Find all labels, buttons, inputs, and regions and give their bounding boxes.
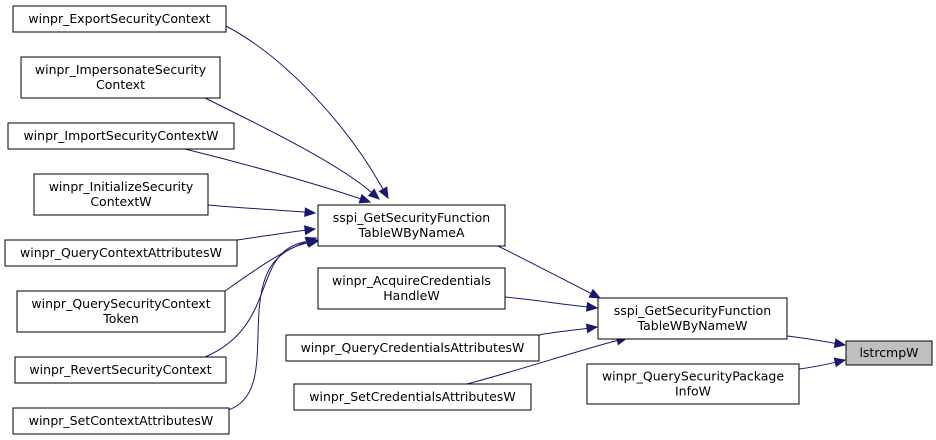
node-box xyxy=(14,356,227,384)
node-label: InfoW xyxy=(675,384,711,399)
edge-line xyxy=(786,335,836,344)
arrowhead-icon xyxy=(304,225,317,236)
edge-querycontext-to-sspiA xyxy=(236,225,317,241)
node-box xyxy=(317,267,506,310)
node-box xyxy=(7,122,235,150)
node-label: winpr_AcquireCredentials xyxy=(332,273,491,288)
node-revert[interactable]: winpr_RevertSecurityContext xyxy=(14,356,227,384)
node-label: winpr_SetContextAttributesW xyxy=(29,413,214,428)
edge-line xyxy=(207,204,306,213)
node-box xyxy=(16,290,226,333)
node-box xyxy=(20,56,221,99)
node-label: winpr_ExportSecurityContext xyxy=(28,11,210,26)
arrowhead-icon xyxy=(367,188,380,200)
node-label: winpr_QuerySecurityContext xyxy=(31,296,210,311)
edge-sspiA-to-sspiW xyxy=(497,245,602,299)
arrowhead-icon xyxy=(833,338,847,349)
edge-line xyxy=(497,245,592,294)
edges-layer xyxy=(184,25,847,411)
node-label: TableWByNameA xyxy=(357,225,465,240)
node-label: winpr_SetCredentialsAttributesW xyxy=(309,389,515,404)
edge-line xyxy=(184,148,361,200)
nodes-layer: winpr_ExportSecurityContext winpr_Imperso… xyxy=(4,5,933,435)
edge-setcontext-to-sspiA xyxy=(227,238,320,411)
arrowhead-icon xyxy=(586,301,599,312)
node-box xyxy=(597,297,788,340)
edge-line xyxy=(227,242,309,411)
node-setcred[interactable]: winpr_SetCredentialsAttributesW xyxy=(293,383,532,411)
node-box xyxy=(317,204,506,247)
arrowhead-icon xyxy=(304,207,317,218)
node-querycontext[interactable]: winpr_QueryContextAttributesW xyxy=(4,239,238,267)
node-setcontext[interactable]: winpr_SetContextAttributesW xyxy=(12,407,230,435)
arrowhead-icon xyxy=(358,193,372,204)
node-box xyxy=(33,173,209,216)
node-label: Context xyxy=(96,77,145,92)
node-label: HandleW xyxy=(383,288,439,303)
node-label: winpr_ImportSecurityContextW xyxy=(23,128,218,143)
edge-line xyxy=(204,241,308,358)
edge-line xyxy=(504,296,588,308)
node-label: winpr_QueryCredentialsAttributesW xyxy=(301,340,525,355)
arrowhead-icon xyxy=(585,323,599,334)
node-box xyxy=(845,340,933,366)
node-import[interactable]: winpr_ImportSecurityContextW xyxy=(7,122,235,150)
edge-sspiW-to-lstrcmpw xyxy=(786,335,847,349)
arrowhead-icon xyxy=(833,357,847,368)
arrowhead-icon xyxy=(588,288,602,299)
node-box xyxy=(293,383,532,411)
edge-line xyxy=(204,97,372,193)
node-label: winpr_QueryContextAttributesW xyxy=(20,245,222,260)
edge-line xyxy=(798,361,836,370)
node-box xyxy=(285,334,540,362)
arrowhead-icon xyxy=(306,238,320,248)
edge-import-to-sspiA xyxy=(184,148,372,204)
node-label: sspi_GetSecurityFunction xyxy=(614,303,771,318)
edge-export-to-sspiA xyxy=(225,25,389,200)
edge-querycred-to-sspiW xyxy=(538,323,599,336)
edge-querysecctx-to-sspiA xyxy=(224,237,318,292)
node-box xyxy=(4,239,238,267)
node-querycred[interactable]: winpr_QueryCredentialsAttributesW xyxy=(285,334,540,362)
node-label: winpr_ImpersonateSecurity xyxy=(35,62,207,77)
edge-line xyxy=(236,229,306,241)
node-lstrcmpw[interactable]: lstrcmpW xyxy=(845,340,933,366)
node-label: Token xyxy=(102,311,139,326)
edge-acquire-to-sspiW xyxy=(504,296,599,312)
node-label: winpr_RevertSecurityContext xyxy=(29,362,211,377)
node-export[interactable]: winpr_ExportSecurityContext xyxy=(12,5,227,33)
node-label: sspi_GetSecurityFunction xyxy=(333,210,490,225)
node-box xyxy=(586,363,800,405)
node-label: lstrcmpW xyxy=(859,345,918,360)
arrowhead-icon xyxy=(378,186,389,200)
edge-line xyxy=(225,25,384,190)
edge-line xyxy=(466,340,618,385)
edge-querypkg-to-lstrcmpw xyxy=(798,357,847,370)
node-box xyxy=(12,407,230,435)
edge-initialize-to-sspiA xyxy=(207,204,317,218)
node-box xyxy=(12,5,227,33)
node-label: TableWByNameW xyxy=(637,318,748,333)
node-label: winpr_QuerySecurityPackage xyxy=(602,369,784,384)
node-label: winpr_InitializeSecurity xyxy=(49,179,194,194)
edge-line xyxy=(538,327,588,336)
node-label: ContextW xyxy=(90,194,151,209)
edge-impersonate-to-sspiA xyxy=(204,97,380,200)
